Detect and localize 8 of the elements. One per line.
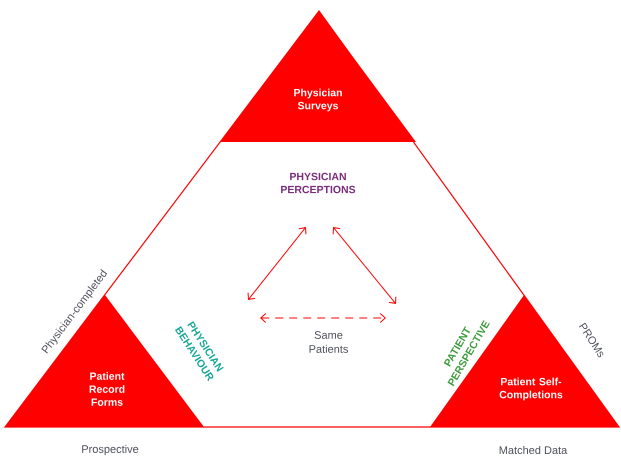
arrow <box>332 227 396 304</box>
survey-triangle: Physician Surveys <box>220 11 416 142</box>
arrow <box>248 227 306 300</box>
arrow <box>260 313 386 323</box>
edge-label: Same Patients <box>310 331 348 353</box>
corner-label: Prospective <box>82 444 138 456</box>
corner-label: Matched Data <box>500 446 568 454</box>
heading: PHYSICIAN PERCEPTIONS <box>281 172 356 194</box>
